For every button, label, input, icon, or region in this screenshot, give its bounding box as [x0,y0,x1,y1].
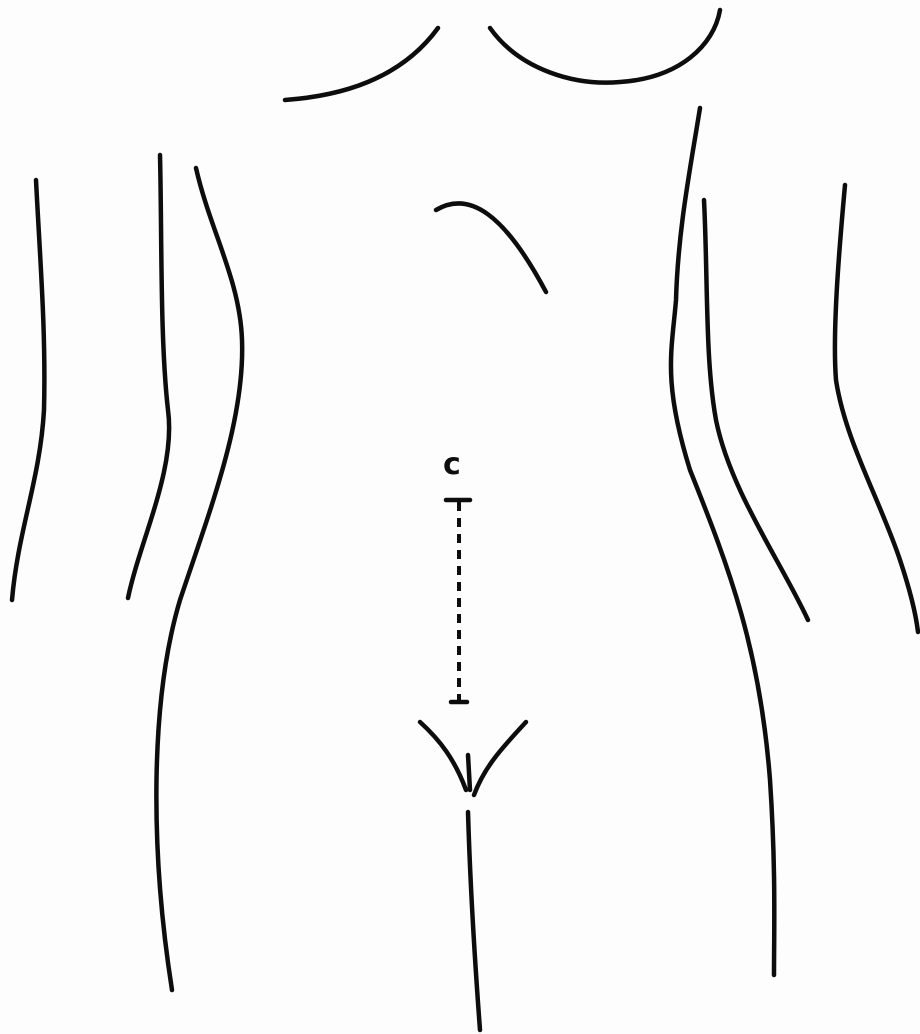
left-torso-line [156,168,242,990]
marker-label-c: c [443,447,461,482]
right-arm-inner-line [704,200,808,620]
right-torso-line [671,108,774,975]
right-arm-outer-line [835,185,918,632]
left-arm-inner-line [128,155,169,598]
pubic-v-right [474,722,526,795]
pubic-center-line [468,755,470,790]
pubic-v-left [420,722,466,790]
rib-margin-curve [436,203,546,292]
right-breast-curve [490,10,720,83]
leg-separation-line [468,812,480,1030]
left-breast-curve [285,28,438,100]
left-arm-outer-line [12,180,44,600]
